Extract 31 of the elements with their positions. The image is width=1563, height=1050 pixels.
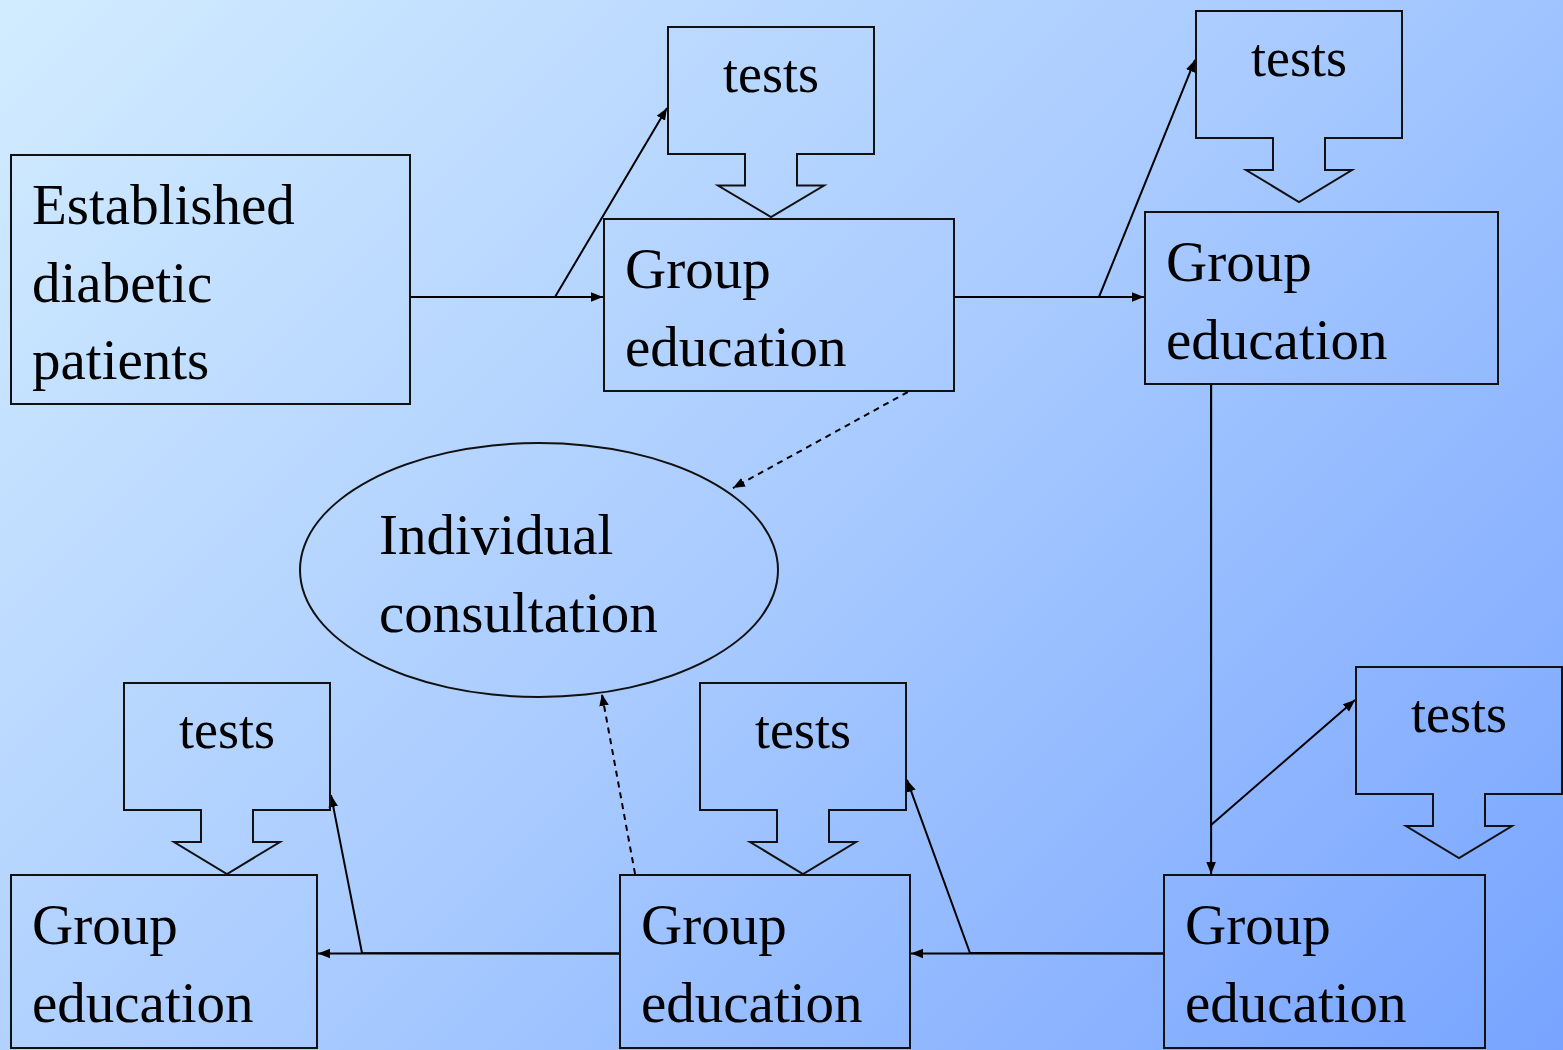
process-box [1144,211,1499,385]
process-box [10,874,318,1049]
ellipse-node [299,442,779,698]
node-label: Group education [32,892,255,1036]
node-label: Group education [1185,892,1408,1036]
arrow [906,778,1164,955]
arrow [1210,384,1356,828]
dashed-arrow [731,391,909,490]
node-label: Group education [1166,229,1389,373]
process-box [603,218,955,392]
arrow [954,58,1196,298]
down-arrow-callout [667,26,875,217]
down-arrow-callout [1195,10,1403,202]
node-label: tests [754,699,852,762]
node-label: Established diabetic patients [32,172,296,394]
node-label: tests [722,43,820,106]
down-arrow-callout [123,682,331,874]
node-label: tests [1250,27,1348,90]
node-label: Group education [641,892,864,1036]
process-box [10,154,411,405]
down-arrow-callout [699,682,907,874]
down-arrow-callout [1355,666,1563,858]
node-label: Individual consultation [379,502,659,646]
process-box [1163,874,1486,1049]
node-label: Group education [625,236,848,380]
arrow [410,106,668,299]
process-box [619,874,911,1049]
node-label: tests [1410,683,1508,746]
arrow [328,794,620,955]
dashed-arrow [599,692,637,875]
node-label: tests [178,699,276,762]
